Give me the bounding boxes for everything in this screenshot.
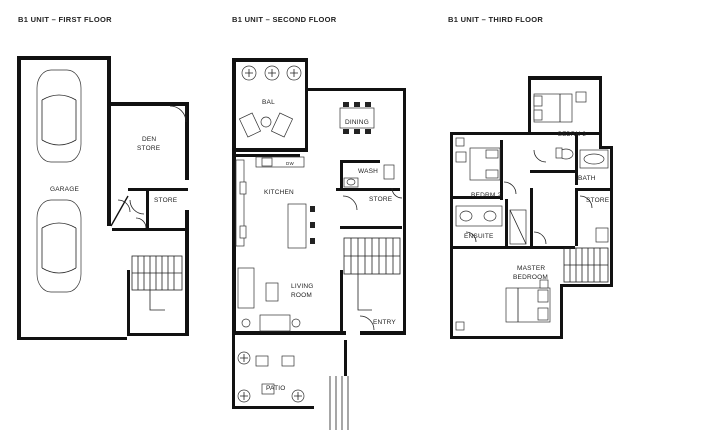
second-floor-plan: DW [232,58,406,430]
label-bedroom: BEDROOM [513,274,548,281]
label-living: LIVING [291,283,314,290]
label-room: ROOM [291,292,312,299]
balcony-chairs [238,112,294,138]
store-fixture [595,227,609,243]
label-dw: DW [286,161,294,166]
first-floor-plan: GARAGE DEN STORE STORE [17,56,189,340]
stairs-first-floor [131,255,183,311]
car-bottom [36,199,82,293]
wash-fixtures [343,164,395,188]
label-ensuite: ENSUITE [464,233,494,240]
bed-master [455,279,551,331]
stairs-third-floor [563,247,609,283]
label-dining: DINING [345,119,369,126]
balcony-planters [241,65,302,81]
third-floor-plan: BEDRM 3 BATH BEDRM 2 STORE ENSUITE MASTE… [450,76,613,339]
label-entry: ENTRY [373,319,396,326]
living-furniture [237,267,301,332]
label-den-store: STORE [137,145,161,152]
label-garage: GARAGE [50,186,79,193]
label-wash: WASH [358,168,378,175]
kitchen-island [287,203,315,249]
label-den: DEN [142,136,156,143]
title-third-floor: B1 UNIT – THIRD FLOOR [448,15,543,24]
bed-bedrm2 [455,137,501,181]
dining-table [339,102,375,134]
kitchen-counters: DW [235,156,305,247]
label-store-third: STORE [586,197,610,204]
title-first-floor: B1 UNIT – FIRST FLOOR [18,15,112,24]
bed-bedrm3 [533,91,587,123]
bath-fixtures [555,147,609,169]
ensuite-fixtures [455,205,527,245]
title-second-floor: B1 UNIT – SECOND FLOOR [232,15,337,24]
label-patio: PATIO [266,385,286,392]
label-store-second: STORE [369,196,393,203]
label-bal: BAL [262,99,275,106]
car-top [36,69,82,163]
label-bedrm2: BEDRM 2 [471,192,501,199]
stairs-second-floor [343,237,401,311]
label-bedrm3: BEDRM 3 [558,132,587,138]
label-store-first: STORE [154,197,178,204]
label-kitchen: KITCHEN [264,189,294,196]
patio-furniture [237,351,305,403]
label-master: MASTER [517,265,545,272]
label-bath: BATH [578,175,596,182]
